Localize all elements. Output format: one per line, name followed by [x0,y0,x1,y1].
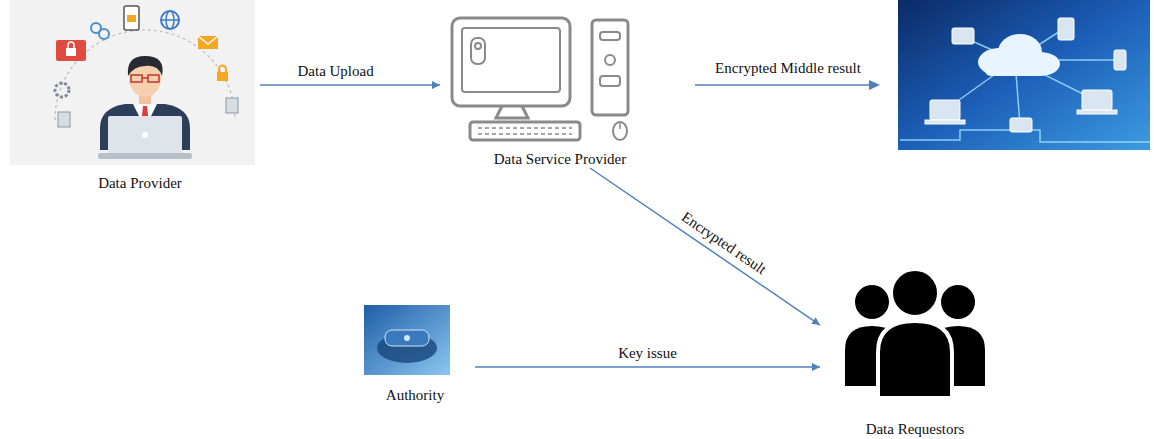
computer-icon [470,122,580,140]
cloud-network-picture [1082,90,1112,110]
people-icon [891,269,939,317]
data-provider-illustration [226,98,238,113]
computer-icon [496,106,528,118]
node-caption: Data Requestors [866,420,965,438]
authority-picture [404,335,410,341]
arrow-label: Key issue [618,344,677,362]
data-provider-illustration [56,40,86,61]
labelled-icon-node: Data Provider [20,2,260,192]
node-caption: Data Service Provider [494,150,626,168]
flow-arrow [475,366,820,368]
cloud-network-picture [1010,118,1032,132]
data-provider-illustration [161,11,179,29]
computer-icon [478,128,572,134]
people-icon [855,285,889,319]
computer-icon [462,28,560,92]
node-caption: Data Provider [98,174,182,192]
labelled-icon-node: Data Service Provider [440,10,680,168]
data-provider-illustration [128,56,163,76]
computer-icon [613,122,627,140]
computer-icon [471,38,485,64]
data-provider-illustration [142,77,148,79]
computer-icon [600,32,620,40]
data-provider-illustration [10,0,255,165]
data-provider-illustration [142,132,148,138]
flow-arrow [260,84,440,86]
data-provider-illustration [124,6,139,30]
data-provider-illustration [68,42,74,48]
cloud-network-picture [985,62,1045,76]
cloud-network-picture [925,18,1126,132]
people-icon [845,269,985,398]
middle-result-arrow [695,80,880,90]
cloud-network-picture [978,34,1060,76]
data-provider-illustration [217,72,228,81]
data-provider-illustration [66,48,76,56]
cloud-network-picture [898,0,1150,150]
computer-icon [475,43,481,49]
cloud-network-picture [925,120,965,124]
cloud-network-picture [952,28,974,44]
data-provider-illustration [99,29,109,39]
authority-picture [385,330,429,346]
cloud-network-picture [930,100,960,120]
computer-icon [592,20,628,115]
cloud-network-picture [898,0,1150,150]
cloud-network-picture [1114,50,1126,70]
computer-icon [452,18,570,106]
data-provider-illustration [198,36,218,44]
data-provider-illustration [127,15,136,22]
data-provider-illustration [10,0,255,165]
data-provider-illustration [108,116,182,154]
people-icon [941,285,975,319]
authority-picture [364,305,450,375]
arrow-label: Encrypted Middle result [715,59,861,77]
data-provider-illustration [148,75,159,82]
flow-arrow [590,168,820,325]
data-provider-illustration [55,83,69,97]
people-icon [878,321,952,398]
data-provider-illustration [98,153,192,159]
authority-picture [364,305,450,375]
cloud-network-picture [1058,18,1074,40]
computer-icon [605,55,615,65]
labelled-icon-node: Authority [355,300,475,404]
node-caption: Authority [386,386,444,404]
middle-result-arrow [695,84,872,86]
data-provider-illustration [161,19,179,21]
data-provider-illustration [58,112,70,127]
labelled-icon-node: Data Requestors [820,265,1010,438]
data-provider-illustration [219,66,226,73]
computer-icon [452,18,628,140]
data-provider-illustration [131,75,142,82]
computer-icon [600,76,620,86]
cloud-network-picture [1077,110,1117,114]
arrow-label: Data Upload [297,62,373,80]
data-provider-illustration [198,36,218,49]
arrow-label: Encrypted result [679,208,771,279]
computer-icon [619,122,621,129]
middle-result-arrow [869,80,880,90]
cloud-network-picture [900,28,1150,142]
